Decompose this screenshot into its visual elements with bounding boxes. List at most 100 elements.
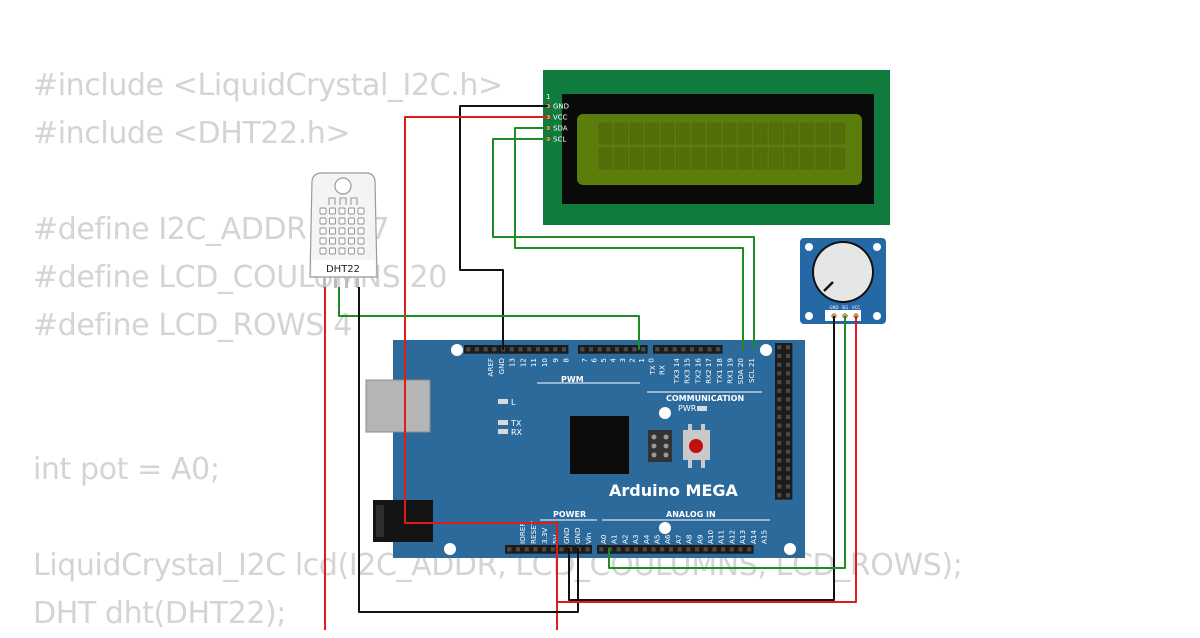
led-l-label: L xyxy=(511,398,516,407)
wire-lcd-vcc[interactable] xyxy=(404,116,558,630)
wire-lcd-gnd[interactable] xyxy=(459,105,548,350)
dht22-vent-hole xyxy=(329,207,336,215)
pin-label: TX xyxy=(648,365,657,375)
wire-dht-gnd[interactable] xyxy=(358,287,579,613)
wire-lcd-sda[interactable] xyxy=(514,127,744,350)
header-socket xyxy=(544,347,549,352)
pot-pin-label: VCC xyxy=(852,305,861,310)
pin-label: Vin xyxy=(584,533,593,544)
lcd-char-cell xyxy=(815,147,830,170)
dht22-vent-hole xyxy=(338,247,346,255)
header-socket xyxy=(527,347,532,352)
board-mount-hole xyxy=(659,522,671,534)
pin-label: 2 xyxy=(628,358,637,363)
pwm-label: PWM xyxy=(561,375,584,384)
lcd-char-cell xyxy=(784,122,799,145)
pin-label: 4 xyxy=(609,358,618,363)
header-socket xyxy=(580,347,585,352)
header-socket xyxy=(785,397,791,402)
power-header xyxy=(505,545,592,554)
header-socket xyxy=(668,547,673,552)
header-socket xyxy=(703,547,708,552)
dht22-vent-hole xyxy=(329,247,336,255)
led-l-indicator xyxy=(498,399,508,404)
pin-label: RX1 19 xyxy=(726,358,735,384)
lcd-pin-label: VCC xyxy=(553,114,568,122)
board-mount-hole xyxy=(659,407,671,419)
arduino-headers[interactable] xyxy=(464,343,793,554)
header-socket xyxy=(777,484,782,489)
wire-pot-vcc[interactable] xyxy=(557,316,857,603)
header-socket xyxy=(777,345,782,350)
usb-b-connector xyxy=(365,379,431,433)
pin-label: A12 xyxy=(727,530,736,544)
lcd-char-cell xyxy=(614,122,628,145)
lcd-char-cell xyxy=(629,147,644,170)
pin-label: 9 xyxy=(551,358,560,363)
pin-label: A10 xyxy=(706,530,715,544)
icsp-header xyxy=(648,430,672,462)
dht22-vent-hole xyxy=(357,217,365,225)
wire-pot-gnd[interactable] xyxy=(568,316,835,601)
header-socket xyxy=(606,347,611,352)
pot-hole xyxy=(873,312,881,320)
pin-label: A7 xyxy=(674,535,683,545)
pin-label: 0 xyxy=(647,358,656,363)
pin-label: 8 xyxy=(562,358,571,363)
pot-hole xyxy=(873,243,881,251)
reset-button[interactable] xyxy=(683,424,710,468)
pot-knob[interactable] xyxy=(814,243,872,301)
header-socket xyxy=(785,449,791,454)
lcd-char-cell xyxy=(598,122,613,145)
code-line: int pot = A0; xyxy=(33,452,220,487)
dht22-sensor[interactable]: DHT22 xyxy=(309,172,378,288)
arduino-mega-board[interactable]: L TX RX PWR Arduino MEGA PWM COMMUNICATI… xyxy=(365,340,805,558)
dht22-vent-hole xyxy=(338,237,346,245)
header-socket xyxy=(615,347,620,352)
header-socket xyxy=(777,458,782,463)
header-socket xyxy=(616,547,621,552)
header-socket xyxy=(777,475,782,480)
dht22-vent-hole xyxy=(348,247,355,255)
header-socket xyxy=(785,406,791,411)
pin-label: RX2 17 xyxy=(704,358,713,384)
header-socket xyxy=(777,467,782,472)
header-socket xyxy=(677,547,682,552)
header-socket xyxy=(509,347,514,352)
lcd-char-cell xyxy=(598,147,613,170)
header-socket xyxy=(568,547,573,552)
header-socket xyxy=(474,347,480,352)
pin-label: A3 xyxy=(631,535,640,545)
header-socket xyxy=(651,547,656,552)
lcd-char-cell xyxy=(660,122,675,145)
lcd-character-grid xyxy=(598,122,845,170)
header-socket xyxy=(712,547,717,552)
header-socket xyxy=(553,347,558,352)
wire-pot-sig[interactable] xyxy=(608,316,846,569)
lcd-char-cell xyxy=(660,147,675,170)
dht22-pin-vcc xyxy=(323,277,326,288)
header-socket xyxy=(747,547,752,552)
wires[interactable] xyxy=(324,105,857,630)
pin-label: 5 xyxy=(599,358,608,363)
header-socket xyxy=(518,347,523,352)
pin-label: 3 xyxy=(618,358,627,363)
wire-dht-data[interactable] xyxy=(338,287,640,350)
dht22-vent-hole xyxy=(338,217,346,225)
dht22-vent-hole xyxy=(338,207,346,215)
header-socket xyxy=(785,353,791,359)
wire-lcd-scl[interactable] xyxy=(492,138,755,350)
header-socket xyxy=(785,467,791,472)
pin-label: 6 xyxy=(590,358,599,363)
code-editor[interactable]: #include <LiquidCrystal_I2C.h>#include <… xyxy=(33,62,963,638)
header-socket xyxy=(785,493,791,498)
dht22-vent-hole xyxy=(329,227,336,235)
pin-label: GND xyxy=(497,358,506,375)
header-socket xyxy=(681,347,686,352)
pin-label: GND xyxy=(573,527,582,544)
header-socket xyxy=(785,432,791,437)
